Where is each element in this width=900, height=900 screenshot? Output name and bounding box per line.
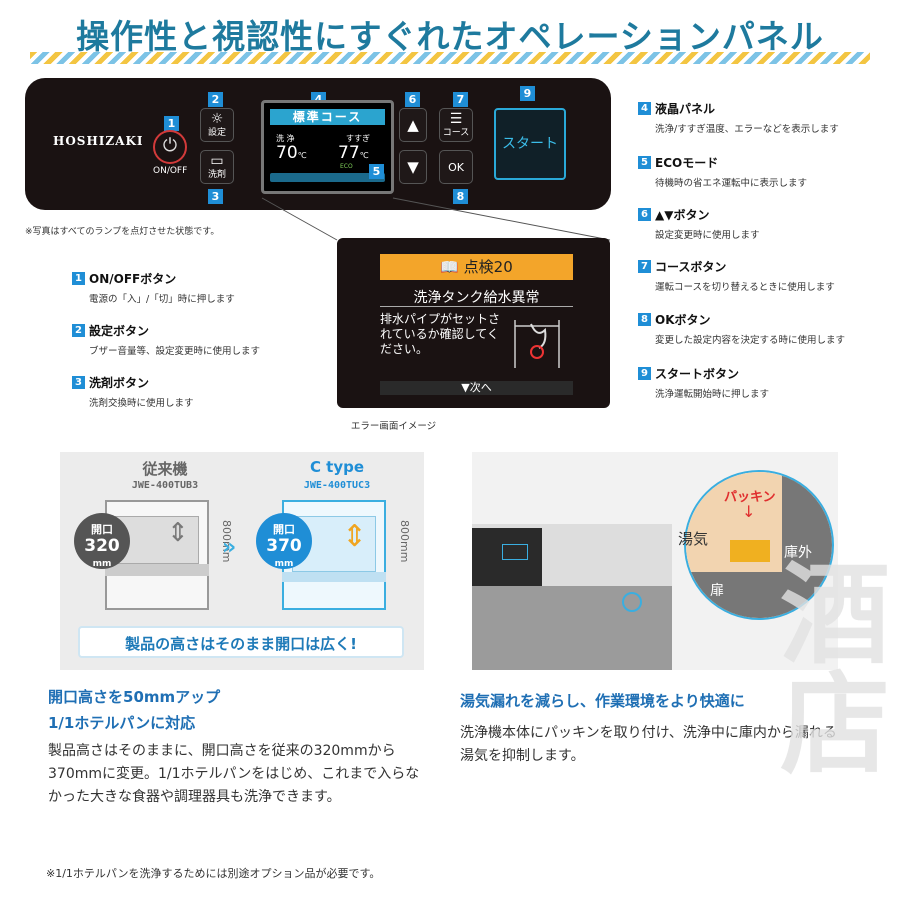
page-title: 操作性と視認性にすぐれたオペレーションパネル — [76, 17, 824, 56]
desc-arrows: 6▲▼ボタン 設定変更時に使用します — [638, 206, 760, 241]
lcd-wash-temp: 70℃ — [276, 143, 307, 163]
course-label: コース — [442, 128, 470, 138]
down-button[interactable]: ▼ — [399, 150, 427, 184]
num-badge-9: 9 — [520, 86, 535, 101]
ok-button[interactable]: OK — [439, 150, 473, 184]
open-height-heading: 開口高さを50mmアップ — [48, 688, 221, 706]
settings-label: 設定 — [207, 128, 226, 138]
error-caption: エラー画面イメージ — [350, 421, 437, 432]
lamp-note: ※写真はすべてのランプを点灯させた状態です。 — [25, 227, 220, 237]
error-head: 📖 点検20 — [380, 254, 573, 280]
course-button[interactable]: ☰ コース — [439, 108, 473, 142]
operation-panel: HOSHIZAKI 1 ⏻ ON/OFF 2 ☼ 設定 ▭ 洗剤 3 4 標準コ… — [25, 78, 611, 210]
steam-heading: 湯気漏れを減らし、作業環境をより快適に — [460, 692, 745, 710]
sun-icon: ☼ — [210, 111, 224, 127]
settings-button[interactable]: ☼ 設定 — [200, 108, 234, 142]
outside-label: 庫外 — [784, 542, 812, 562]
num-badge-8: 8 — [453, 189, 468, 204]
num-badge-2: 2 — [208, 92, 223, 107]
comparison-banner: 製品の高さはそのまま開口は広く! — [78, 626, 404, 658]
num-badge-3: 3 — [208, 189, 223, 204]
up-button[interactable]: ▲ — [399, 108, 427, 142]
old-machine-model: JWE-400TUB3 — [131, 480, 199, 491]
num-badge-7: 7 — [453, 92, 468, 107]
power-icon[interactable]: ⏻ — [153, 130, 187, 164]
lcd-course: 標準コース — [270, 109, 385, 125]
open-height-text: 製品高さはそのままに、開口高さを従来の320mmから370mmに変更。1/1ホテ… — [48, 743, 420, 805]
detergent-label: 洗剤 — [207, 170, 226, 180]
arrow-down-icon: ↓ — [742, 502, 756, 521]
error-divider — [380, 306, 573, 307]
num-badge-6: 6 — [405, 92, 420, 107]
old-height: 800mm — [220, 520, 233, 563]
num-badge-1: 1 — [164, 116, 179, 131]
next-button[interactable]: ▼次へ — [380, 381, 573, 395]
old-machine-label: 従来機 — [142, 460, 188, 478]
menu-icon: ☰ — [449, 111, 463, 127]
error-message: 排水パイプがセットされているか確認してください。 — [380, 312, 501, 356]
new-machine-label: C type — [309, 458, 365, 476]
lcd-wash-label: 洗 浄 — [276, 134, 295, 143]
num-badge-5: 5 — [369, 164, 384, 179]
chevron-right-icon: » — [222, 535, 237, 560]
new-height: 800mm — [398, 520, 411, 563]
new-machine-model: JWE-400TUC3 — [303, 480, 371, 491]
error-title: 洗浄タンク給水異常 — [413, 290, 540, 306]
start-button[interactable]: スタート — [494, 108, 566, 180]
pipe-icon — [514, 320, 560, 368]
lcd-status-bar — [270, 173, 385, 182]
watermark-logo: 酒店 — [780, 550, 890, 789]
brand-logo: HOSHIZAKI — [53, 134, 144, 148]
onoff-label: ON/OFF — [153, 166, 188, 176]
packing-label: パッキン — [724, 490, 776, 505]
steam-text: 洗浄機本体にパッキンを取り付け、洗浄中に庫内から漏れる湯気を抑制します。 — [460, 725, 837, 764]
door-label: 扉 — [710, 583, 724, 599]
lcd-eco: ECO — [340, 163, 353, 170]
lcd-panel: 標準コース 洗 浄 すすぎ 70℃ 77℃ ECO — [261, 100, 394, 194]
steam-label: 湯気 — [678, 530, 709, 548]
hotel-pan-heading: 1/1ホテルパンに対応 — [48, 714, 196, 732]
title-stripe — [30, 52, 870, 64]
detergent-icon: ▭ — [210, 153, 224, 169]
detergent-button[interactable]: ▭ 洗剤 — [200, 150, 234, 184]
error-screen: 📖 点検20 洗浄タンク給水異常 排水パイプがセットされているか確認してください… — [337, 238, 610, 408]
hotel-pan-footnote: ※1/1ホテルパンを洗浄するためには別途オプション品が必要です。 — [46, 867, 381, 880]
lcd-rinse-label: すすぎ — [346, 134, 370, 143]
book-icon: 📖 — [440, 258, 464, 276]
lcd-rinse-temp: 77℃ — [338, 143, 369, 163]
packing-shape — [730, 540, 770, 562]
